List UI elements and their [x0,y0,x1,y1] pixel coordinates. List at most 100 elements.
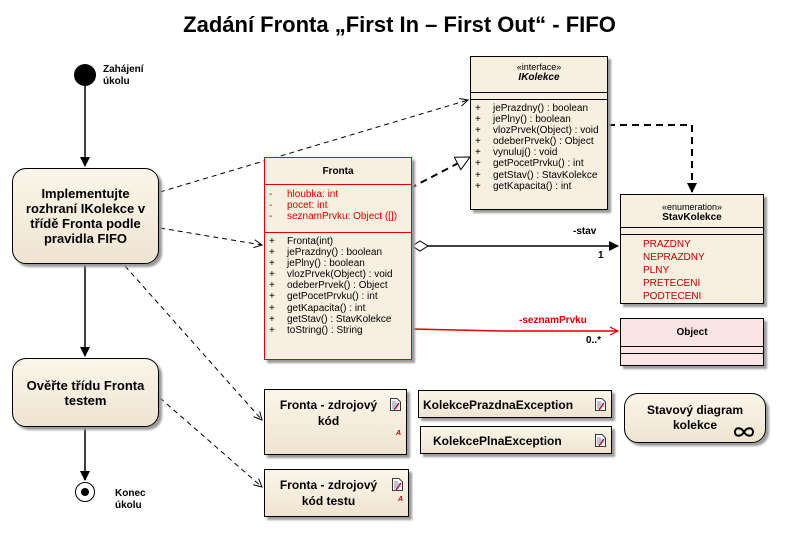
artifact-source-marker: A [395,430,401,437]
final-node [75,482,95,502]
activity-implement[interactable]: Implementujte rozhraní IKolekce v třídě … [12,168,159,264]
assoc-stav-mult: 1 [598,250,604,261]
enum-literal: NEPRAZDNY [643,252,705,263]
object-attr-section [621,347,763,354]
class-name: Fronta [322,166,354,177]
artifact-source[interactable]: Fronta - zdrojový kód A [264,389,407,455]
activity-test-label: Ověřte třídu Fronta testem [26,377,145,408]
artifact-full-exception[interactable]: KolekcePlnaException [420,426,612,454]
class-operations: +Fronta(int)+jePrazdny() : boolean+jePln… [265,233,411,338]
class-attribute-text: hloubka: int [287,189,339,200]
visibility-marker: + [269,236,275,247]
document-icon [595,434,606,447]
interface-operation-row: + jePrazdny() : boolean [475,103,607,114]
class-operation-row: + odeberPrvek() : Object [269,280,411,291]
interface-operation-text: jePrazdny() : boolean [493,103,589,114]
interface-ikolekce[interactable]: «interface» IKolekce + jePrazdny() : bool… [470,56,608,210]
class-operation-text: odeberPrvek() : Object [287,280,388,292]
object-header: Object [621,319,763,347]
activity-implement-label: Implementujte rozhraní IKolekce v třídě … [25,186,146,246]
class-object[interactable]: Object [620,318,764,366]
visibility-marker: + [475,158,481,170]
class-operation-row: +jePrazdny() : boolean [269,247,411,258]
class-operation-text: Fronta(int) [287,236,334,247]
visibility-marker: + [475,114,481,126]
interface-stereotype: «interface» [516,62,562,72]
visibility-marker: + [475,125,481,137]
interface-operation-text: vynuluj() : void [493,147,558,159]
class-operation-text: getPocetPrvku() : int [287,291,378,303]
artifact-test-source[interactable]: Fronta - zdrojový kód testu A [264,469,409,517]
final-node-label: Konec úkolu [115,488,146,511]
interface-operation-text: getStav() : StavKolekce [493,169,598,181]
class-header: Fronta [265,158,411,185]
enum-attr-section [621,228,763,235]
diagram-title: Zadání Fronta „First In – First Out“ - F… [183,12,616,37]
interface-operation-text: jePlny() : boolean [493,114,571,126]
visibility-marker: + [475,136,481,148]
class-operation-text: toString() : String [287,324,363,336]
class-operation-row: + getKapacita() : int [269,303,411,314]
trace-test-to-testsource [159,397,262,487]
visibility-marker: + [269,302,275,314]
visibility-marker: - [269,189,273,200]
interface-operation-text: getKapacita() : int [493,180,572,192]
artifact-test-source-marker: A [397,496,403,503]
class-operation-row: + Fronta(int) [269,236,411,247]
class-operation-text: jePlny() : boolean [287,258,365,270]
enum-literal: PODTECENI [643,291,702,302]
interface-attr-section [471,93,607,100]
interface-operation-row: + odeberPrvek() : Object [475,136,607,147]
assoc-seznam-mult: 0..* [586,335,602,346]
interface-operation-row: + vlozPrvek(Object) : void [475,125,607,136]
class-operation-text: getKapacita() : int [287,302,366,314]
interface-operation-text: vlozPrvek(Object) : void [493,125,599,137]
interface-header: «interface» IKolekce [471,57,607,93]
class-operation-row: + toString() : String [269,325,411,336]
artifact-test-source-label: Fronta - zdrojový kód testu [279,478,378,508]
visibility-marker: + [269,280,275,292]
class-fronta[interactable]: Fronta -hloubka: int-pocet: int-seznamPr… [264,157,412,360]
visibility-marker: + [269,324,275,336]
enum-literal: PRAZDNY [643,239,691,250]
activity-test[interactable]: Ověřte třídu Fronta testem [12,358,159,427]
artifact-empty-exception[interactable]: KolekcePrazdnaException [418,390,612,418]
visibility-marker: + [475,147,481,159]
state-diagram-link[interactable]: Stavový diagram kolekce [624,393,766,443]
enum-header: «enumeration» StavKolekce [621,195,763,228]
initial-node [74,64,96,86]
visibility-marker: + [269,313,275,325]
class-operation-text: getStav() : StavKolekce [287,313,392,325]
association-seznam [411,329,618,331]
enum-literal: PRETECENI [643,278,701,289]
document-icon [392,478,403,491]
visibility-marker: - [269,200,273,212]
artifact-empty-exception-label: KolekcePrazdnaException [423,398,574,412]
visibility-marker: + [475,180,481,192]
visibility-marker: + [269,258,275,270]
class-attribute-row: -pocet: int [269,200,411,211]
class-operation-row: + getStav() : StavKolekce [269,314,411,325]
class-attribute-row: - hloubka: int [269,189,411,200]
trace-implement-to-class [159,227,262,245]
interface-operation-row: +getPocetPrvku() : int [475,158,607,169]
interface-operation-text: odeberPrvek() : Object [493,136,594,148]
interface-operation-row: +getStav() : StavKolekce [475,170,607,181]
enum-stavkolekce[interactable]: «enumeration» StavKolekce PRAZDNY NEPRAZD… [620,194,764,304]
document-icon [390,398,401,411]
infinity-icon [733,427,755,437]
visibility-marker: + [475,103,481,114]
assoc-stav-role: -stav [573,226,597,237]
interface-operation-row: + vynuluj() : void [475,147,607,158]
assoc-seznam-role: -seznamPrvku [519,315,587,326]
class-operation-row: +getPocetPrvku() : int [269,291,411,302]
class-operation-row: + jePlny() : boolean [269,258,411,269]
enum-stereotype: «enumeration» [661,202,723,212]
interface-operation-row: + jePlny() : boolean [475,114,607,125]
interface-operation-row: + getKapacita() : int [475,181,607,192]
dependency-interface-to-enum [608,124,697,193]
visibility-marker: - [269,211,273,223]
artifact-full-exception-label: KolekcePlnaException [433,434,562,448]
